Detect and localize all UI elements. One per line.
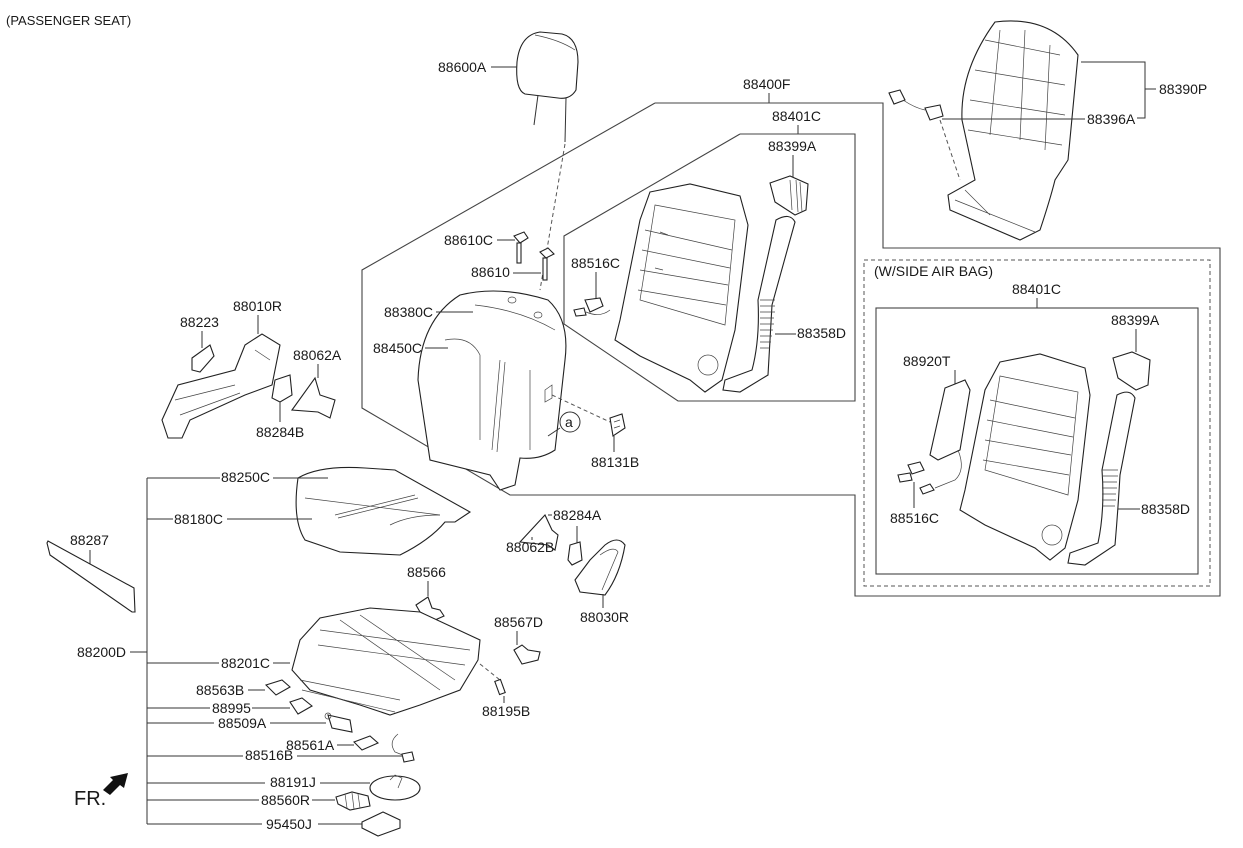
label-88516B[interactable]: 88516B: [245, 747, 293, 763]
inset-label-88401C[interactable]: 88401C: [1012, 281, 1061, 297]
inset-label-88399A[interactable]: 88399A: [1111, 312, 1160, 328]
headrest-guide-locking-part[interactable]: [539, 247, 555, 281]
label-88131B[interactable]: 88131B: [591, 454, 639, 470]
label-88180C[interactable]: 88180C: [174, 511, 223, 527]
label-88399A[interactable]: 88399A: [768, 138, 817, 154]
label-88284B[interactable]: 88284B: [256, 424, 304, 440]
connector-wire-part[interactable]: [573, 297, 611, 317]
bolt-part[interactable]: [494, 678, 506, 696]
seat-cushion-frame-part[interactable]: [291, 607, 481, 716]
module-unit-part[interactable]: [361, 811, 401, 837]
inset-air-duct-upper-part[interactable]: [1112, 351, 1151, 391]
front-direction-label: FR.: [74, 788, 106, 810]
label-88561A[interactable]: 88561A: [286, 737, 335, 753]
knob-part[interactable]: [353, 735, 380, 751]
label-88509A[interactable]: 88509A: [218, 715, 267, 731]
label-88600A[interactable]: 88600A: [438, 59, 487, 75]
motor-part[interactable]: [324, 712, 353, 733]
recliner-cover-a-part[interactable]: [567, 541, 583, 566]
label-88250C[interactable]: 88250C: [221, 469, 270, 485]
inset-label-88358D[interactable]: 88358D: [1141, 501, 1190, 517]
switch-knob-part[interactable]: [264, 679, 291, 696]
label-88010R[interactable]: 88010R: [233, 298, 282, 314]
label-88610[interactable]: 88610: [471, 264, 510, 280]
diagram-title: (PASSENGER SEAT): [6, 13, 131, 28]
switch-part[interactable]: [609, 413, 626, 437]
label-88284A[interactable]: 88284A: [553, 507, 602, 523]
label-88195B[interactable]: 88195B: [482, 703, 530, 719]
seatback-board-part[interactable]: [947, 20, 1079, 241]
label-88062B[interactable]: 88062B: [506, 539, 554, 555]
air-duct-hose-part[interactable]: [722, 215, 796, 393]
side-airbag-module-part[interactable]: [929, 379, 971, 489]
frame-assembly-outline: [563, 133, 856, 402]
label-95450J[interactable]: 95450J: [266, 816, 312, 832]
backrest-assembly-outline: [361, 102, 1221, 597]
headrest-part[interactable]: [516, 31, 579, 143]
blower-part[interactable]: [335, 791, 371, 811]
reference-a-text: a: [565, 414, 573, 430]
seatback-cover-part[interactable]: [417, 290, 567, 491]
label-88223[interactable]: 88223: [180, 314, 219, 330]
wiring-connector-part[interactable]: [888, 89, 944, 121]
seat-cushion-part[interactable]: [295, 466, 472, 556]
bracket-d-part[interactable]: [513, 644, 541, 665]
cover-clip-part[interactable]: [191, 344, 215, 373]
label-88610C[interactable]: 88610C: [444, 232, 493, 248]
seatback-frame-part[interactable]: [614, 183, 749, 393]
label-88563B[interactable]: 88563B: [196, 682, 244, 698]
label-88396A[interactable]: 88396A: [1087, 111, 1136, 127]
label-88567D[interactable]: 88567D: [494, 614, 543, 630]
air-duct-upper-part[interactable]: [769, 175, 809, 216]
label-88566[interactable]: 88566: [407, 564, 446, 580]
recliner-cover-part[interactable]: [271, 374, 293, 403]
label-88201C[interactable]: 88201C: [221, 655, 270, 671]
bracket-part[interactable]: [290, 376, 336, 419]
side-shield-cover-part[interactable]: [161, 333, 281, 439]
label-88030R[interactable]: 88030R: [580, 609, 629, 625]
inset-air-duct-hose-part[interactable]: [1067, 391, 1136, 566]
label-88380C[interactable]: 88380C: [384, 304, 433, 320]
inset-connector-wire-part[interactable]: [897, 461, 935, 495]
inset-frame-assembly-box: [875, 307, 1199, 575]
label-88450C[interactable]: 88450C: [373, 340, 422, 356]
control-unit-part[interactable]: [289, 697, 313, 715]
label-88062A[interactable]: 88062A: [293, 347, 342, 363]
headrest-guide-part[interactable]: [513, 231, 529, 264]
label-88358D[interactable]: 88358D: [797, 325, 846, 341]
label-88995[interactable]: 88995: [212, 700, 251, 716]
inset-label-88516C[interactable]: 88516C: [890, 510, 939, 526]
label-88287[interactable]: 88287: [70, 532, 109, 548]
label-88191J[interactable]: 88191J: [270, 774, 316, 790]
label-88401C[interactable]: 88401C: [772, 108, 821, 124]
label-88400F[interactable]: 88400F: [743, 76, 790, 92]
label-88560R[interactable]: 88560R: [261, 792, 310, 808]
inset-title: (W/SIDE AIR BAG): [874, 263, 993, 279]
inset-label-88920T[interactable]: 88920T: [903, 353, 951, 369]
front-trim-part[interactable]: [46, 540, 136, 613]
front-arrow-icon: [103, 773, 128, 795]
inset-seatback-frame-part[interactable]: [959, 353, 1091, 561]
label-88516C[interactable]: 88516C: [571, 255, 620, 271]
bracket-b-part[interactable]: [518, 514, 559, 551]
harness-part[interactable]: [391, 733, 415, 763]
side-cover-part[interactable]: [574, 539, 626, 596]
label-88200D[interactable]: 88200D: [77, 644, 126, 660]
lumbar-support-part[interactable]: [369, 774, 421, 801]
label-88390P[interactable]: 88390P: [1159, 81, 1207, 97]
reference-a-callout: [559, 411, 581, 433]
